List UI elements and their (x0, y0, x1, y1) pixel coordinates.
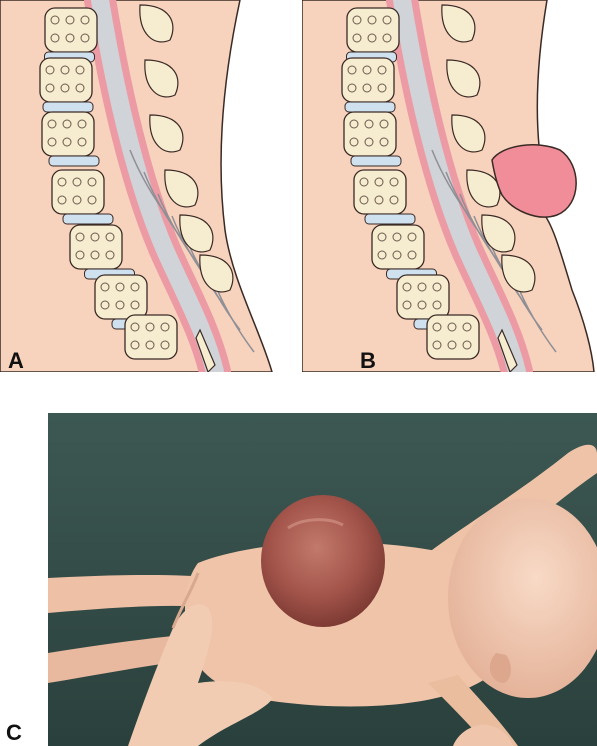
vertebral-body (427, 315, 479, 359)
vertebral-body (95, 275, 147, 319)
vertebral-body (397, 275, 449, 319)
vertebral-body (70, 225, 122, 269)
vertebral-body (342, 58, 394, 102)
photo-panel-c (48, 413, 597, 746)
panel-label-c: C (6, 722, 22, 744)
panel-label-a: A (8, 350, 24, 372)
infant-photo (48, 413, 597, 746)
illustration-panel-b (302, 0, 597, 372)
spine-illustration-b (302, 0, 597, 372)
illustration-panel-a (0, 0, 292, 372)
vertebral-body (42, 112, 94, 156)
vertebral-body (52, 170, 104, 214)
vertebral-body (40, 58, 92, 102)
vertebral-body (372, 225, 424, 269)
spine-illustration-a (0, 0, 292, 372)
intervertebral-disc (63, 214, 113, 224)
intervertebral-disc (43, 102, 93, 112)
vertebral-body (347, 8, 399, 52)
intervertebral-disc (365, 214, 415, 224)
vertebral-body (354, 170, 406, 214)
vertebral-body (45, 8, 97, 52)
lumbar-mass (261, 495, 385, 627)
panel-label-b: B (360, 350, 376, 372)
vertebral-body (125, 315, 177, 359)
intervertebral-disc (345, 102, 395, 112)
intervertebral-disc (49, 156, 99, 166)
intervertebral-disc (351, 156, 401, 166)
vertebral-body (344, 112, 396, 156)
